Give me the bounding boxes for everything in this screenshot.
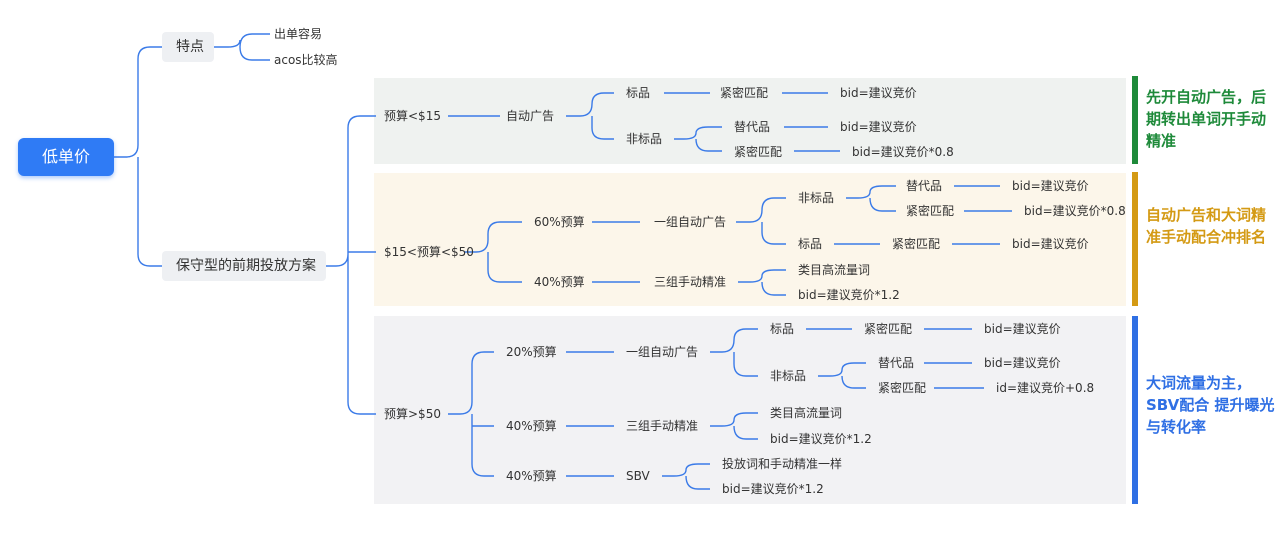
feature-item-1: 出单容易 — [274, 27, 323, 41]
tier3-manual-bid: bid=建议竞价*1.2 — [770, 432, 872, 446]
wire-t3-budget — [448, 351, 494, 477]
tier3-standard-exact[interactable]: 紧密匹配 — [864, 322, 913, 336]
tier1-nonstandard[interactable]: 非标品 — [626, 132, 663, 146]
tier3-note: 大词流量为主，SBV配合 提升曝光与转化率 — [1146, 374, 1275, 436]
tier2-accent-bar — [1132, 172, 1138, 306]
tier3-manual-group[interactable]: 三组手动精准 — [626, 419, 699, 433]
tier3-standard-bid: bid=建议竞价 — [984, 322, 1061, 336]
tier2-budget[interactable]: $15<预算<$50 — [384, 245, 474, 259]
tier3-substitute[interactable]: 替代品 — [878, 356, 915, 370]
wire-t2-nonstd — [846, 185, 896, 212]
wire-t2-manual-split — [738, 269, 786, 296]
tier2-standard-bid: bid=建议竞价 — [1012, 237, 1089, 251]
wire-t3-nonstd — [818, 362, 866, 389]
tier1-substitute[interactable]: 替代品 — [734, 120, 771, 134]
tier3-share-sbv[interactable]: 40%预算 — [506, 469, 557, 483]
tier1-substitute-bid: bid=建议竞价 — [840, 120, 917, 134]
tier1-nonstd-exact[interactable]: 紧密匹配 — [734, 145, 783, 159]
tier2-panel — [374, 173, 1126, 306]
tier1-accent-bar — [1132, 76, 1138, 164]
wire-t3-sbv-split — [662, 463, 710, 490]
tier2-substitute-bid: bid=建议竞价 — [1012, 179, 1089, 193]
tier1-nonstd-exact-bid: bid=建议竞价*0.8 — [852, 145, 954, 159]
wire-t2-budget — [464, 221, 522, 283]
features-node[interactable]: 特点 — [162, 32, 214, 62]
tier1-auto-ad[interactable]: 自动广告 — [506, 109, 555, 123]
tier2-note: 自动广告和大词精准手动配合冲排名 — [1146, 206, 1267, 246]
wire-root — [114, 46, 162, 267]
wire-t1-auto — [566, 92, 614, 140]
tier2-substitute[interactable]: 替代品 — [906, 179, 943, 193]
tier1-standard-bid: bid=建议竞价 — [840, 86, 917, 100]
tier3-sbv[interactable]: SBV — [626, 469, 650, 483]
tier2-manual-group[interactable]: 三组手动精准 — [654, 275, 727, 289]
tier2-share-auto[interactable]: 60%预算 — [534, 215, 585, 229]
tier1-panel — [374, 78, 1126, 164]
tier1-standard[interactable]: 标品 — [626, 86, 651, 100]
tier2-nonstandard[interactable]: 非标品 — [798, 191, 835, 205]
tier1-standard-exact[interactable]: 紧密匹配 — [720, 86, 769, 100]
tier2-share-manual[interactable]: 40%预算 — [534, 275, 585, 289]
tier3-budget[interactable]: 预算>$50 — [384, 407, 441, 421]
tier3-manual-keywords: 类目高流量词 — [770, 406, 843, 420]
wire-t3-auto-split — [710, 328, 758, 377]
tier2-manual-bid: bid=建议竞价*1.2 — [798, 288, 900, 302]
tier3-sbv-bid: bid=建议竞价*1.2 — [722, 482, 824, 496]
tier1-note: 先开自动广告，后期转出单词开手动精准 — [1146, 88, 1267, 150]
tier3-share-manual[interactable]: 40%预算 — [506, 419, 557, 433]
tier2-manual-keywords: 类目高流量词 — [798, 263, 871, 277]
root-node[interactable]: 低单价 — [18, 138, 114, 176]
plan-node[interactable]: 保守型的前期投放方案 — [162, 251, 326, 281]
tier3-nonstd-exact-bid: id=建议竞价+0.8 — [996, 381, 1095, 395]
tier3-panel — [374, 316, 1126, 504]
tier3-auto-group[interactable]: 一组自动广告 — [626, 345, 699, 359]
tier3-substitute-bid: bid=建议竞价 — [984, 356, 1061, 370]
feature-item-2: acos比较高 — [274, 53, 338, 67]
tier3-accent-bar — [1132, 316, 1138, 504]
tier3-share-auto[interactable]: 20%预算 — [506, 345, 557, 359]
tier3-sbv-keywords: 投放词和手动精准一样 — [722, 457, 843, 471]
wire-features — [214, 33, 270, 61]
tier2-standard[interactable]: 标品 — [798, 237, 823, 251]
tier3-nonstd-exact[interactable]: 紧密匹配 — [878, 381, 927, 395]
tier3-standard[interactable]: 标品 — [770, 322, 795, 336]
tier3-nonstandard[interactable]: 非标品 — [770, 369, 807, 383]
tier2-standard-exact[interactable]: 紧密匹配 — [892, 237, 941, 251]
wire-t2-auto-split — [736, 197, 786, 245]
tier2-nonstd-exact[interactable]: 紧密匹配 — [906, 204, 955, 218]
wire-t3-manual-split — [710, 412, 758, 440]
tier1-budget[interactable]: 预算<$15 — [384, 109, 441, 123]
wire-plan — [326, 115, 376, 415]
tier2-auto-group[interactable]: 一组自动广告 — [654, 215, 727, 229]
wire-t1-nonstd — [674, 126, 722, 152]
tier2-nonstd-exact-bid: bid=建议竞价*0.8 — [1024, 204, 1126, 218]
